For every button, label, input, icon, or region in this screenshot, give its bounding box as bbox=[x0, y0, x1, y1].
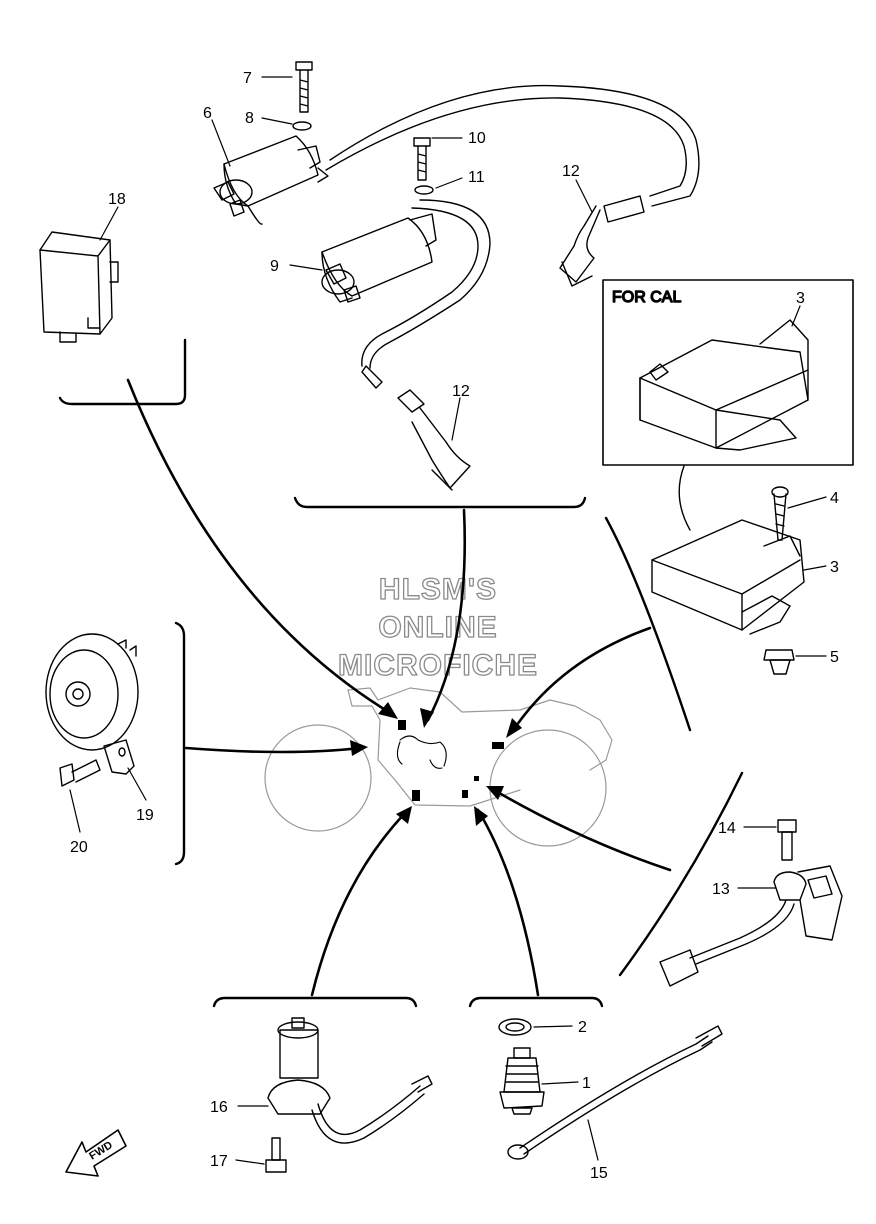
part-horn bbox=[45, 633, 139, 787]
watermark: HLSM'S ONLINE MICROFICHE bbox=[337, 572, 538, 682]
arrowheads bbox=[350, 702, 522, 826]
leader-arrows bbox=[126, 378, 672, 997]
part-switch-1 bbox=[499, 1047, 545, 1115]
bracket-temp-sender bbox=[468, 996, 604, 1008]
callout-6: 6 bbox=[203, 105, 212, 122]
group-brackets bbox=[58, 338, 744, 1008]
callout-12-upper: 12 bbox=[562, 163, 580, 180]
part-sender-cable-15 bbox=[507, 1025, 723, 1160]
fwd-arrow: FWD bbox=[65, 1129, 127, 1177]
part-screw-4 bbox=[771, 486, 789, 541]
callout-18: 18 bbox=[108, 191, 126, 208]
part-ignition-coil-lower bbox=[321, 137, 491, 491]
bracket-horn bbox=[174, 621, 186, 866]
callout-8: 8 bbox=[245, 110, 254, 127]
part-grommet-5 bbox=[763, 649, 795, 675]
wire-harness-sketch bbox=[396, 735, 447, 769]
watermark-line-3: MICROFICHE bbox=[338, 649, 538, 682]
callout-14: 14 bbox=[718, 820, 736, 837]
fwd-label: FWD bbox=[87, 1139, 115, 1162]
bracket-ignition-coils bbox=[293, 496, 587, 509]
callout-19: 19 bbox=[136, 807, 154, 824]
bracket-speed-sensor bbox=[618, 771, 744, 977]
callout-1: 1 bbox=[582, 1075, 591, 1092]
part-switch-16 bbox=[265, 1017, 433, 1173]
callout-12-lower: 12 bbox=[452, 383, 470, 400]
callout-9: 9 bbox=[270, 258, 279, 275]
callout-10: 10 bbox=[468, 130, 486, 147]
callout-numbers: 7 8 6 10 11 9 12 12 18 3 4 3 5 19 20 14 … bbox=[70, 70, 839, 1182]
callout-2: 2 bbox=[578, 1019, 587, 1036]
part-spark-plug-cap-upper bbox=[325, 84, 700, 287]
callout-20: 20 bbox=[70, 839, 88, 856]
callout-5: 5 bbox=[830, 649, 839, 666]
watermark-line-2: ONLINE bbox=[378, 611, 497, 644]
callout-7: 7 bbox=[243, 70, 252, 87]
callout-leaders bbox=[69, 76, 827, 1165]
mount-markers bbox=[398, 720, 504, 801]
callout-13: 13 bbox=[712, 881, 730, 898]
bracket-relay bbox=[58, 338, 187, 406]
inset-for-cal: FOR CAL bbox=[602, 279, 854, 531]
part-relay bbox=[39, 231, 119, 343]
callout-15: 15 bbox=[590, 1165, 608, 1182]
callout-16: 16 bbox=[210, 1099, 228, 1116]
motorcycle-silhouette bbox=[264, 687, 613, 847]
part-speed-sensor bbox=[659, 819, 843, 987]
callout-3: 3 bbox=[830, 559, 839, 576]
inset-label: FOR CAL bbox=[612, 289, 681, 306]
watermark-line-1: HLSM'S bbox=[379, 573, 497, 606]
bracket-cdi bbox=[604, 516, 692, 732]
bracket-neutral-switch bbox=[212, 996, 418, 1008]
callout-3-inset: 3 bbox=[796, 290, 805, 307]
part-washer-2 bbox=[498, 1018, 532, 1036]
callout-11: 11 bbox=[468, 169, 485, 186]
part-cdi-unit bbox=[651, 519, 805, 635]
callout-4: 4 bbox=[830, 490, 839, 507]
part-ignition-coil-upper bbox=[213, 61, 329, 225]
callout-17: 17 bbox=[210, 1153, 228, 1170]
